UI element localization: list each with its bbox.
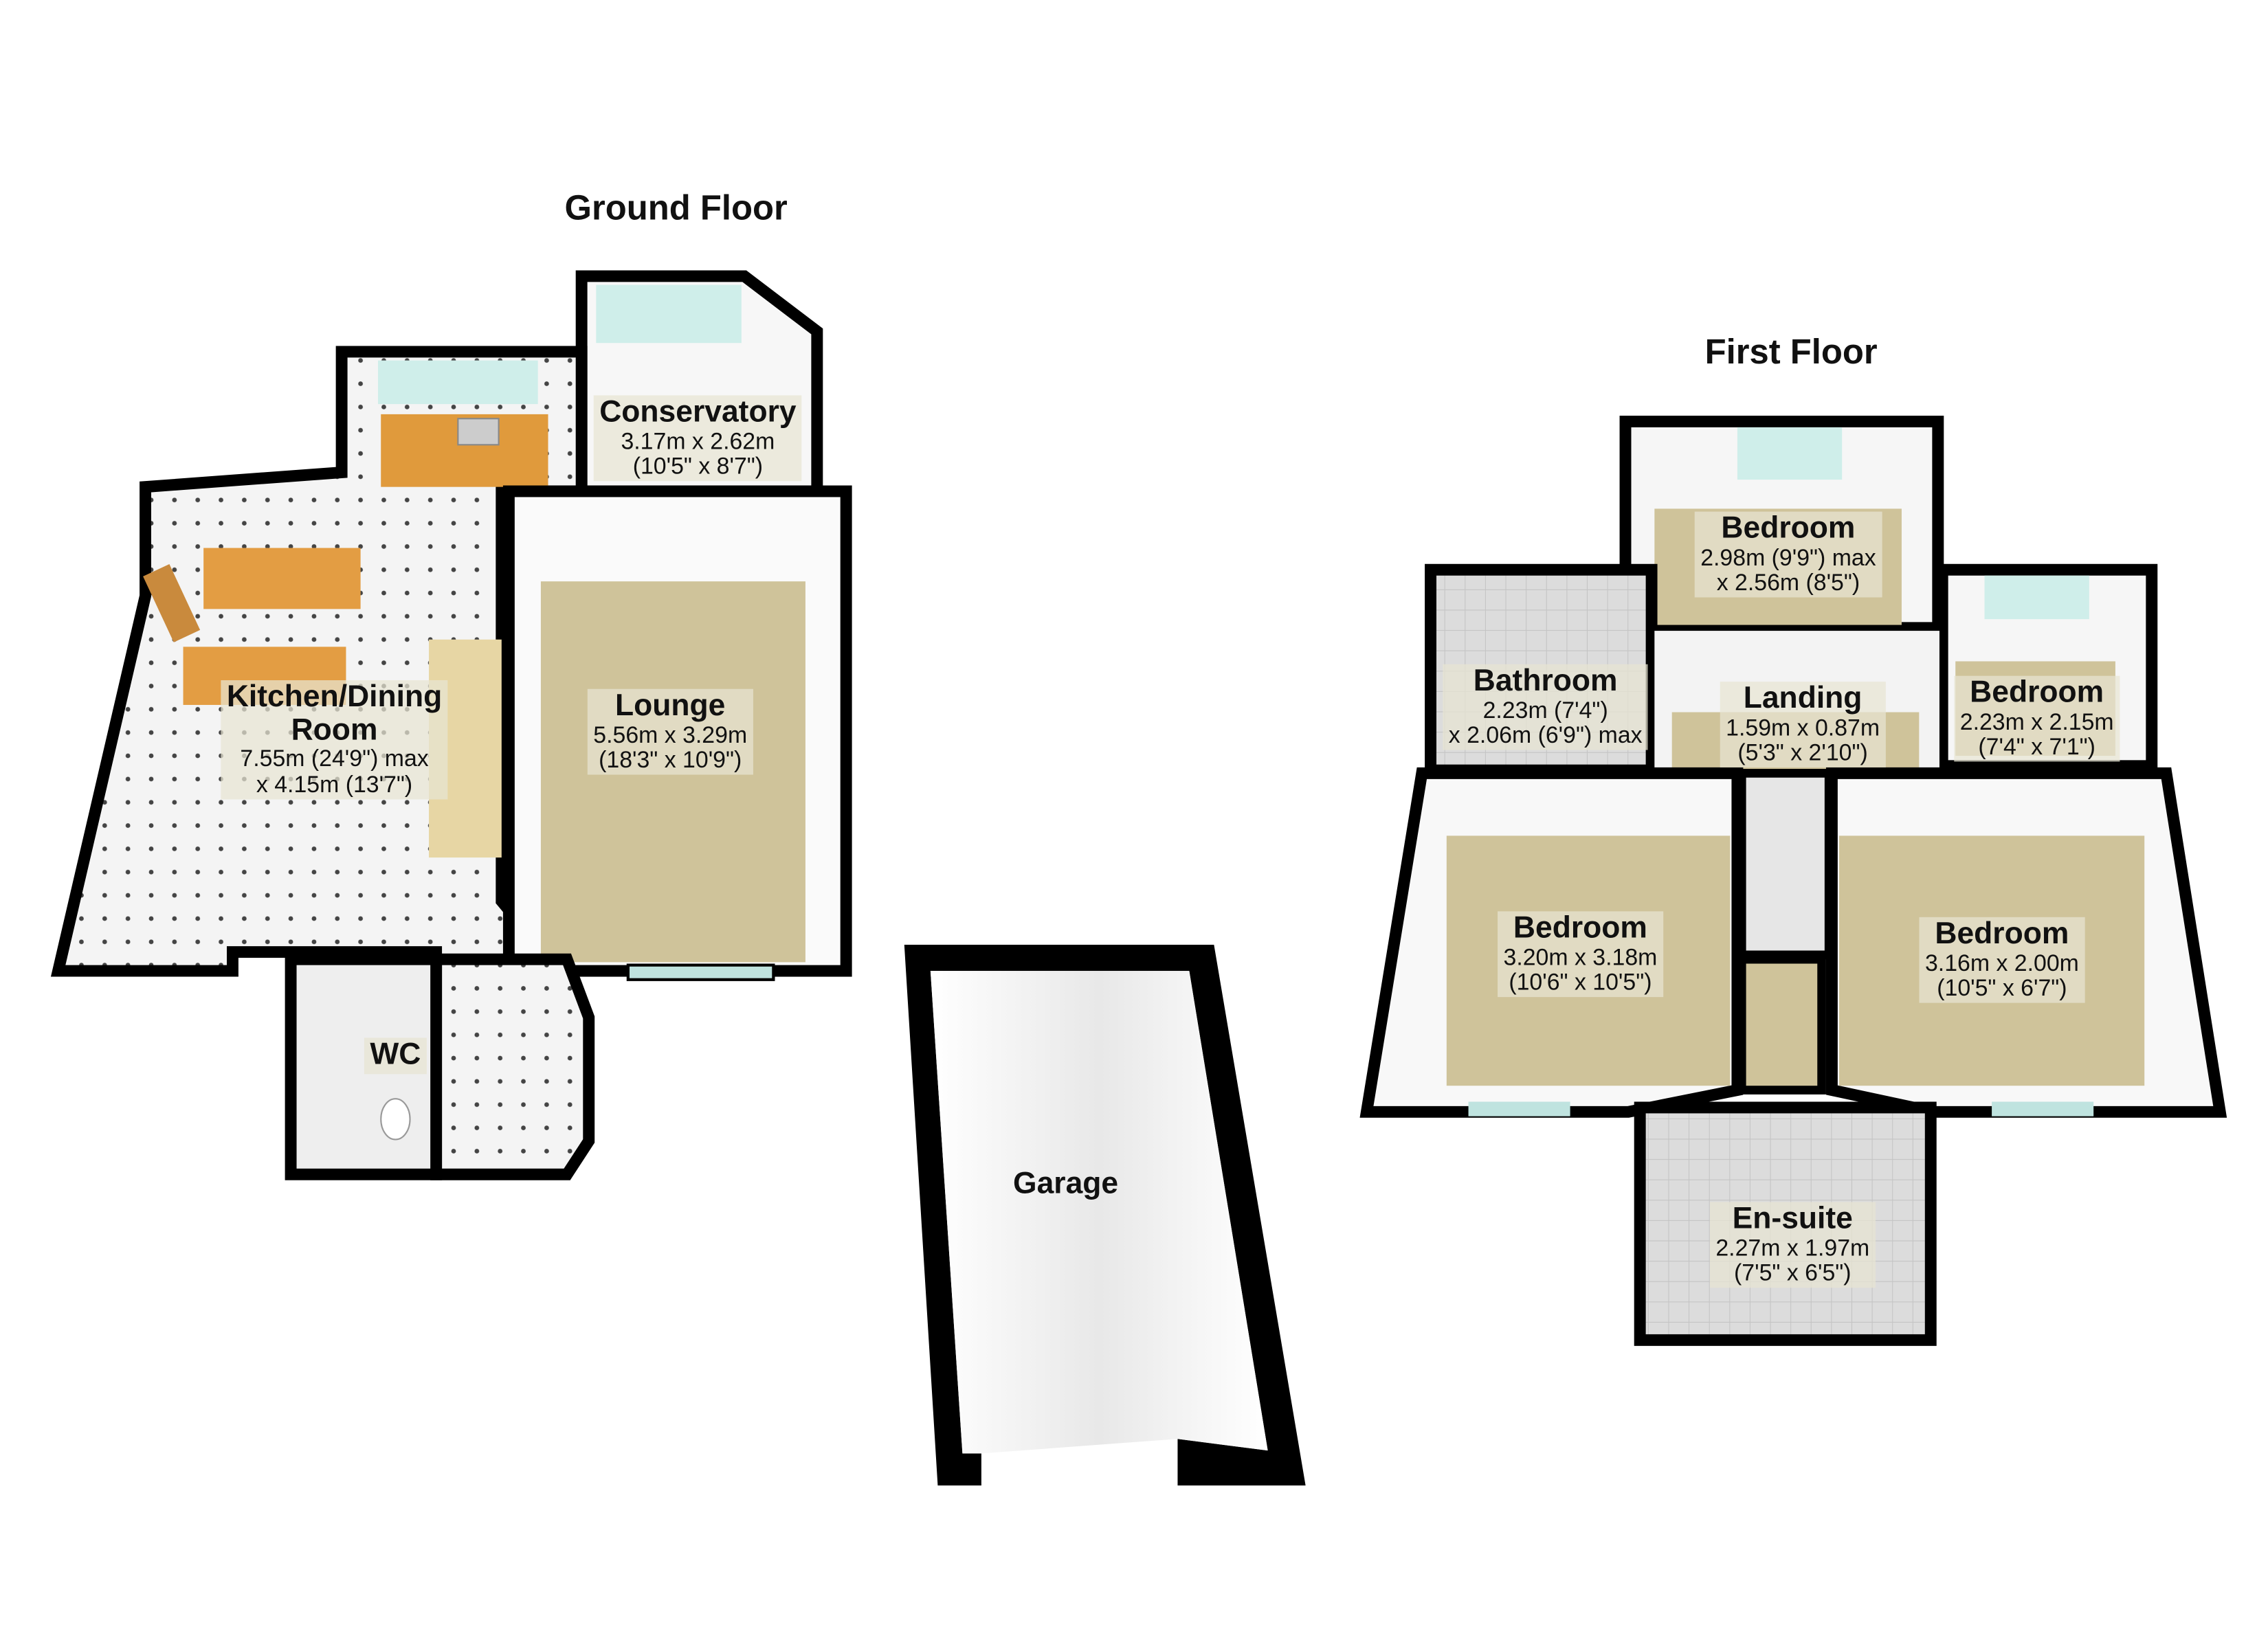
kitchen-cabinets — [203, 548, 361, 609]
lounge-label: Lounge 5.56m x 3.29m (18'3" x 10'9") — [587, 688, 753, 775]
room-dimensions-imperial: (10'5" x 6'7") — [1937, 976, 2067, 1002]
room-dimensions-width: x 4.15m (13'7") — [256, 772, 413, 798]
bedroom-right-label: Bedroom 3.16m x 2.00m (10'5" x 6'7") — [1919, 917, 2085, 1004]
room-dimensions-width: x 2.06m (6'9") max — [1448, 723, 1643, 749]
lounge-window — [626, 963, 775, 981]
ensuite-label: En-suite 2.27m x 1.97m (7'5" x 6'5") — [1709, 1202, 1876, 1288]
room-dimensions-imperial: (10'6" x 10'5") — [1509, 970, 1652, 996]
wc-toilet — [380, 1098, 411, 1141]
kitchen-window — [378, 360, 538, 405]
room-dimensions-imperial: (5'3" x 2'10") — [1737, 741, 1868, 766]
room-name: Garage — [1013, 1167, 1119, 1201]
room-dimensions-imperial: (18'3" x 10'9") — [599, 748, 742, 774]
stairwell — [1737, 769, 1834, 960]
garage-floor — [930, 971, 1268, 1454]
landing-label: Landing 1.59m x 0.87m (5'3" x 2'10") — [1720, 682, 1886, 768]
room-name: WC — [370, 1037, 421, 1072]
room-name-line2: Room — [291, 713, 378, 747]
conservatory-label: Conservatory 3.17m x 2.62m (10'5" x 8'7"… — [593, 395, 803, 482]
kitchen-sink — [457, 418, 500, 446]
kitchen-dining-label: Kitchen/Dining Room 7.55m (24'9") max x … — [221, 680, 448, 800]
room-dimensions-metric: 2.23m x 2.15m — [1959, 710, 2114, 735]
cupboard — [1737, 954, 1826, 1095]
conservatory-glass — [596, 284, 742, 344]
first-floor-title: First Floor — [1704, 333, 1878, 372]
bathroom-label: Bathroom 2.23m (7'4") x 2.06m (6'9") max — [1443, 664, 1649, 750]
room-dimensions-metric: 1.59m x 0.87m — [1726, 716, 1880, 741]
room-dimensions-metric: 3.20m x 3.18m — [1503, 945, 1658, 971]
garage-label: Garage — [1008, 1167, 1124, 1203]
room-dimensions-metric: 3.17m x 2.62m — [621, 429, 775, 455]
room-dimensions-imperial: (7'5" x 6'5") — [1734, 1261, 1852, 1286]
room-dimensions-length: 2.98m (9'9") max — [1700, 546, 1876, 571]
room-name: Bedroom — [1935, 917, 2069, 951]
bedroom-left-window — [1468, 1101, 1570, 1117]
room-dimensions-metric: 2.27m x 1.97m — [1715, 1236, 1870, 1261]
room-name: Conservatory — [599, 395, 797, 429]
room-dimensions-metric: 3.16m x 2.00m — [1924, 951, 2079, 976]
room-dimensions-imperial: (10'5" x 8'7") — [632, 454, 764, 480]
front-door — [143, 564, 201, 642]
room-name: Landing — [1743, 682, 1863, 715]
room-dimensions-length: 7.55m (24'9") max — [240, 748, 429, 773]
room-name: En-suite — [1732, 1202, 1853, 1236]
ground-floor-title: Ground Floor — [564, 189, 788, 229]
hallway — [430, 953, 595, 1180]
room-name: Kitchen/Dining — [226, 680, 443, 714]
bedroom-small-label: Bedroom 2.23m x 2.15m (7'4" x 7'1") — [1954, 675, 2120, 762]
room-dimensions-imperial: (7'4" x 7'1") — [1978, 735, 2095, 761]
room-dimensions-length: 2.23m (7'4") — [1482, 698, 1608, 723]
garage — [904, 945, 1306, 1485]
room-name: Bedroom — [1513, 911, 1647, 945]
room-name: Bathroom — [1473, 664, 1618, 698]
bedroom-top-window — [1737, 427, 1843, 480]
garage-walls — [904, 945, 1306, 1485]
room-name: Bedroom — [1970, 675, 2104, 710]
room-dimensions-metric: 5.56m x 3.29m — [593, 723, 748, 748]
wc-label: WC — [364, 1037, 427, 1074]
room-name: Lounge — [614, 688, 726, 723]
wc-room — [285, 953, 443, 1180]
bedroom-small-window — [1984, 575, 2089, 620]
bedroom-right-window — [1992, 1101, 2094, 1117]
room-dimensions-width: x 2.56m (8'5") — [1716, 571, 1860, 596]
bedroom-left-label: Bedroom 3.20m x 3.18m (10'6" x 10'5") — [1498, 911, 1663, 998]
room-name: Bedroom — [1721, 511, 1856, 546]
bedroom-top-label: Bedroom 2.98m (9'9") max x 2.56m (8'5") — [1694, 511, 1882, 598]
